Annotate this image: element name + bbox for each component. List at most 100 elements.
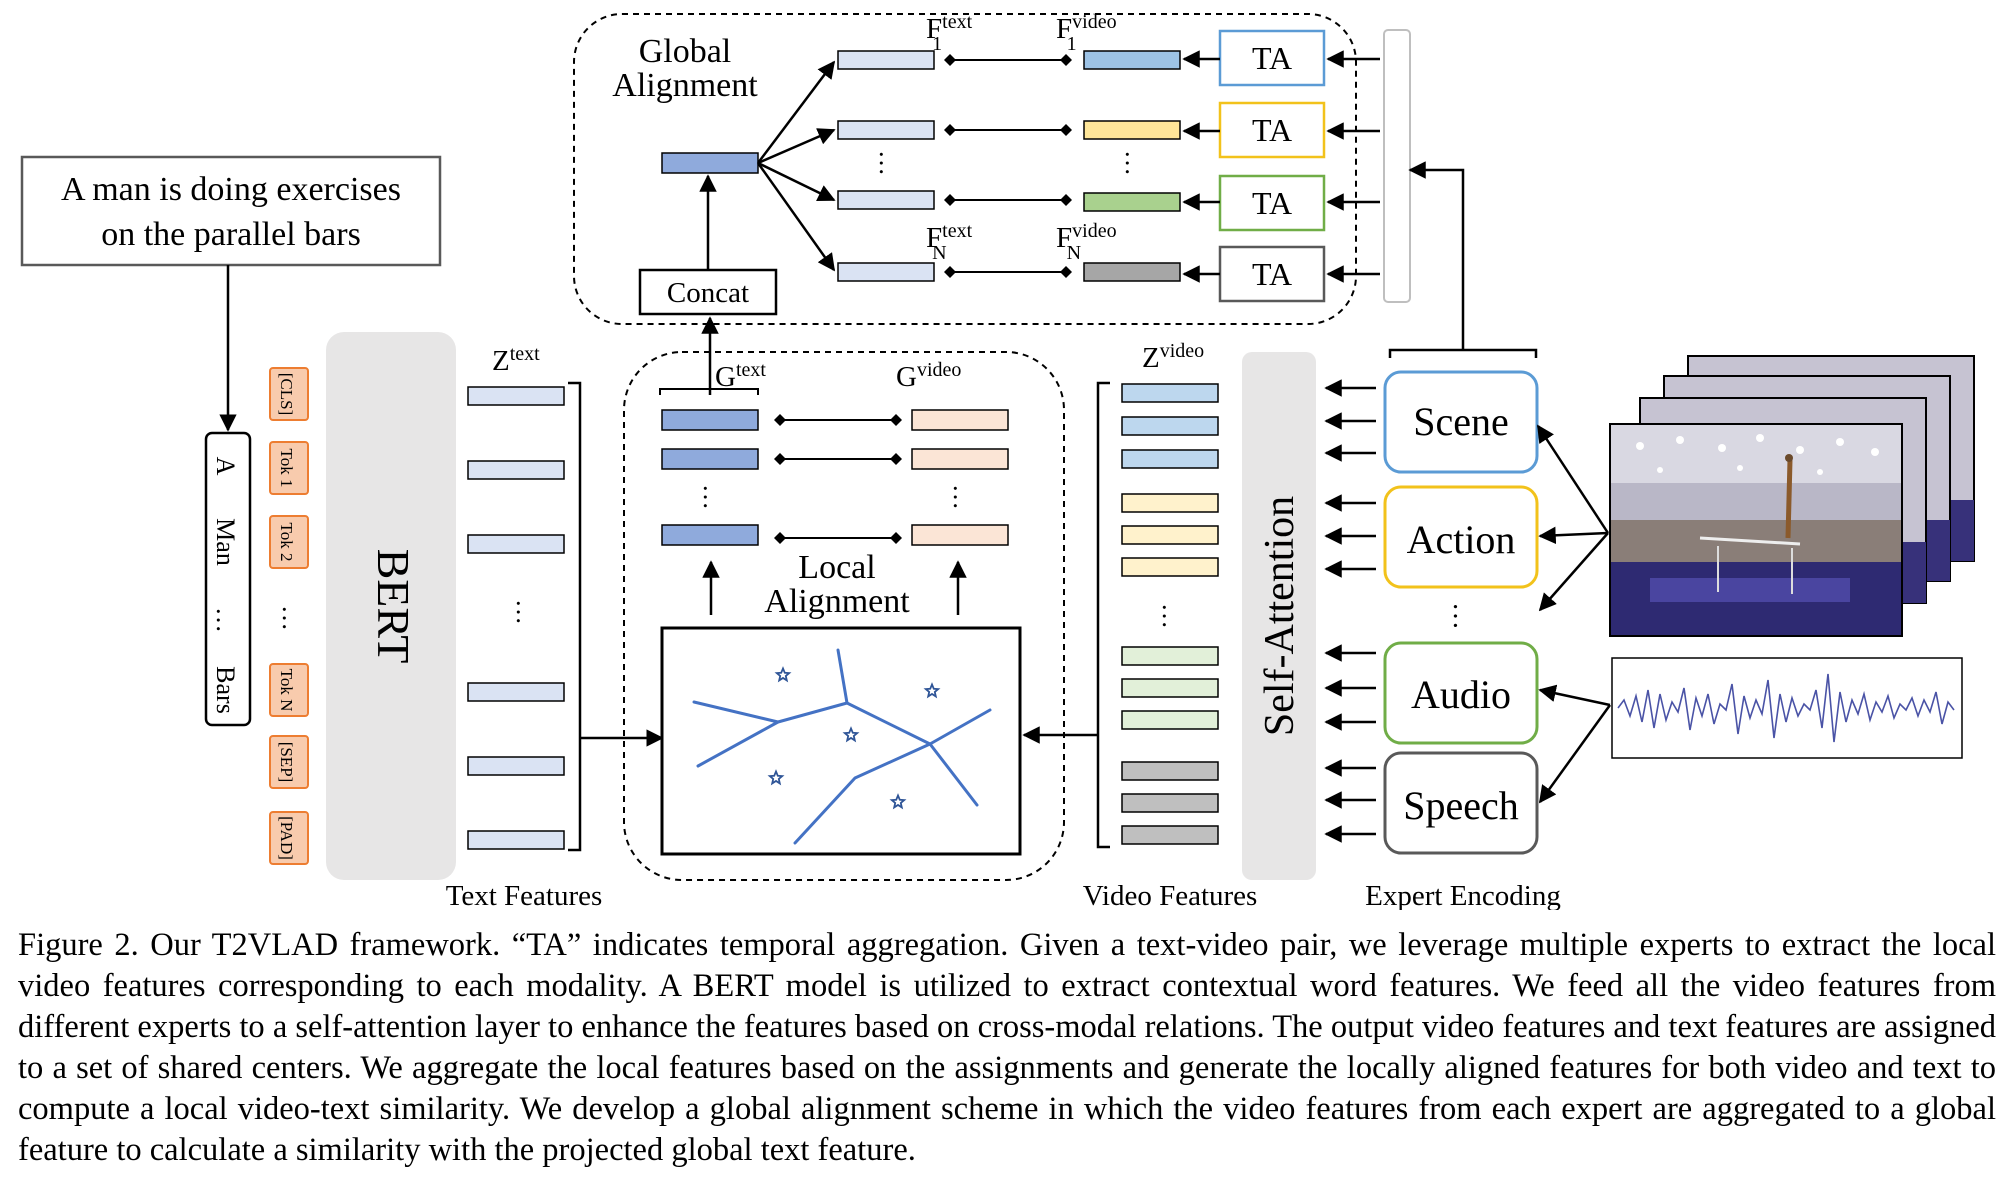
shared-centers-box [660,626,1022,856]
text-feature-ellipsis: … [511,599,540,625]
expert-ellipsis: … [1447,602,1478,630]
ta-box-action: TA [1218,101,1326,159]
center-star [923,682,941,699]
svg-text:Tok 1: Tok 1 [277,449,296,488]
speech-feature [1121,761,1219,781]
expert-encoding-bracket [1388,348,1538,358]
word-a: A [211,457,240,476]
framework-diagram: A man is doing exercises on the parallel… [20,11,1975,910]
cluster-centers [767,666,941,810]
input-sentence-box: A man is doing exercises on the parallel… [20,155,442,267]
text-features: … [467,386,565,850]
local-alignment-region [623,351,1065,881]
svg-text:TA: TA [1252,112,1292,148]
text-feature [467,534,565,554]
f-video-feature [1083,50,1181,70]
z-text-label: Ztext [492,343,540,377]
action-feature [1121,525,1219,545]
global-alignment-title-2: Alignment [612,67,758,104]
global-ellipsis: … [1120,150,1149,176]
text-features-bracket [568,381,582,852]
svg-text:TA: TA [1252,185,1292,221]
audio-feature [1121,678,1219,698]
voronoi-lines [692,648,992,845]
expert-to-bar-arrow [1408,161,1465,350]
svg-text:Tok N: Tok N [277,669,296,712]
center-star [767,769,785,786]
token-ellipsis: … [277,605,306,631]
local-ellipsis: … [698,484,727,510]
global-ellipsis: … [874,150,903,176]
expert-audio-box: Audio [1383,641,1539,745]
expert-feature-bar [1383,29,1411,303]
expert-speech-box: Speech [1383,751,1539,855]
video-features-label: Video Features [1083,880,1258,910]
g-text-feature [661,448,759,470]
waveform-trace [1617,673,1955,743]
concat-label: Concat [667,277,749,309]
z-video-label: Zvideo [1142,340,1204,374]
global-alignment-title-1: Global [639,33,732,70]
text-features-label: Text Features [446,880,603,910]
input-to-expert-arrows [1536,424,1612,804]
video-frame-front [1609,423,1903,637]
bert-label: BERT [368,549,419,664]
g-text-label: Gtext [715,359,766,393]
ta-box-scene: TA [1218,29,1326,87]
scene-feature [1121,383,1219,403]
center-star [774,666,792,683]
svg-text:[CLS]: [CLS] [277,373,296,416]
g-video-feature [911,409,1009,431]
token-sep: [SEP] [269,735,309,789]
g-text-feature [661,409,759,431]
sentence-line-1: A man is doing exercises [61,171,401,208]
svg-text:Speech: Speech [1403,783,1519,828]
audio-waveform [1611,657,1963,759]
token-2: Tok 2 [269,515,309,569]
word-man: Man [211,518,240,566]
word-bars: Bars [211,666,240,714]
svg-text:Action: Action [1407,517,1516,562]
figure-caption: Figure 2. Our T2VLAD framework. “TA” ind… [18,927,1996,1168]
expert-to-attention-arrows [1324,379,1376,843]
f-text-feature [837,120,935,140]
f-video-feature [1083,192,1181,212]
expert-scene-box: Scene [1383,370,1539,474]
token-pad: [PAD] [269,811,309,865]
token-1: Tok 1 [269,441,309,495]
video-frames [1609,355,1975,637]
text-feature [467,682,565,702]
text-feature [467,830,565,850]
svg-text:Tok 2: Tok 2 [277,523,296,562]
ta-to-feature-arrows [1182,50,1220,283]
global-text-feature [661,152,759,174]
svg-text:TA: TA [1252,40,1292,76]
scene-feature [1121,416,1219,436]
f-text-feature [837,190,935,210]
projection-arrows [756,60,836,272]
text-feature [467,756,565,776]
local-alignment-title-1: Local [798,549,875,586]
self-attention-block: Self-Attention [1242,352,1316,880]
f-text-feature [837,262,935,282]
audio-feature [1121,710,1219,730]
word-ellipsis: … [211,607,240,633]
local-ellipsis: … [948,484,977,510]
action-feature [1121,557,1219,577]
video-feature-ellipsis: … [1157,603,1186,629]
video-features-bracket [1096,381,1110,849]
svg-text:Audio: Audio [1411,672,1511,717]
token-n: Tok N [269,663,309,717]
bar-to-ta-arrows [1326,50,1380,283]
svg-text:TA: TA [1252,256,1292,292]
ta-box-audio: TA [1218,174,1326,232]
f-video-feature [1083,120,1181,140]
svg-text:[PAD]: [PAD] [277,816,296,860]
ta-box-speech: TA [1218,245,1326,303]
word-column: A Man … Bars [204,431,252,727]
local-feature-pairs: … … [661,409,1009,546]
center-star [842,726,860,743]
self-attention-label: Self-Attention [1257,496,1303,736]
